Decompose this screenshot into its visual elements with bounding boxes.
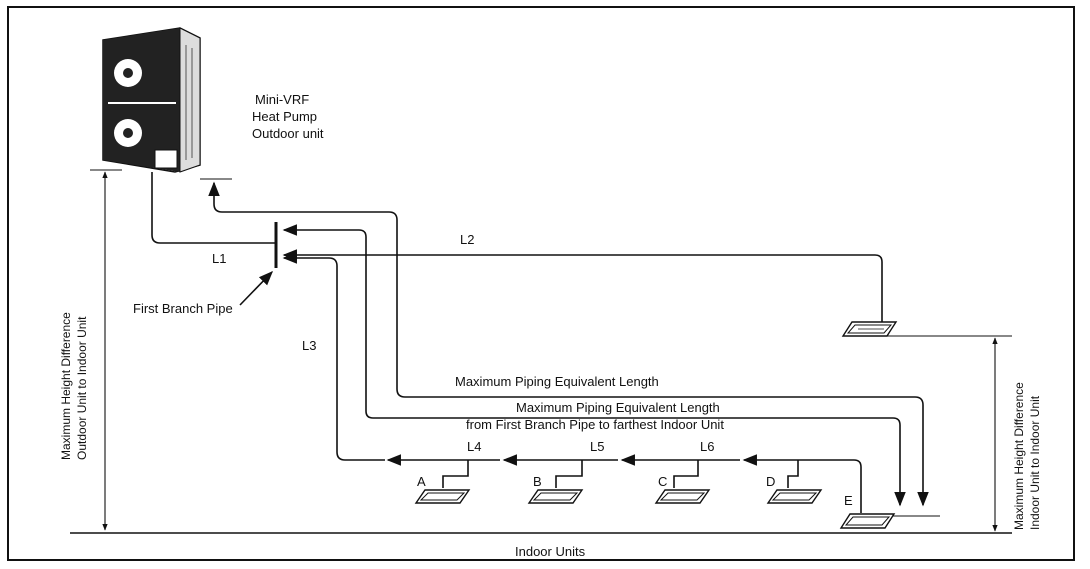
indoor-unit-b-icon — [527, 489, 584, 504]
outdoor-unit-label-2: Heat Pump — [252, 109, 317, 124]
max-equiv-length-branch-arrow — [282, 224, 906, 507]
max-equiv-length-branch-label-1: Maximum Piping Equivalent Length — [516, 400, 720, 415]
unit-a-label: A — [417, 474, 426, 489]
unit-d-label: D — [766, 474, 775, 489]
drop-to-unit-a — [442, 460, 469, 488]
pipe-l2 — [282, 249, 883, 322]
unit-b-label: B — [533, 474, 542, 489]
drop-to-unit-d — [787, 460, 799, 488]
outdoor-unit-icon — [102, 27, 201, 173]
max-equiv-length-branch-label-2: from First Branch Pipe to farthest Indoo… — [466, 417, 724, 432]
pipe-l2-label: L2 — [460, 232, 474, 247]
indoor-unit-d-icon — [766, 489, 823, 504]
outdoor-unit-label-3: Outdoor unit — [252, 126, 324, 141]
pipe-l3-label: L3 — [302, 338, 316, 353]
pipe-l6-label: L6 — [700, 439, 714, 454]
unit-e-label: E — [844, 493, 853, 508]
first-branch-pipe-label: First Branch Pipe — [133, 301, 233, 316]
indoor-units-label: Indoor Units — [515, 544, 586, 559]
pipe-l1 — [151, 172, 276, 244]
max-equiv-length-arrow — [208, 181, 929, 507]
height-indoor-indoor-label-2: Indoor Unit to Indoor Unit — [1028, 395, 1042, 530]
pipe-l1-label: L1 — [212, 251, 226, 266]
indoor-unit-e-icon — [839, 513, 896, 529]
height-outdoor-indoor-label-1: Maximum Height Difference — [59, 312, 73, 460]
indoor-unit-a-icon — [414, 489, 471, 504]
pipe-l3 — [282, 252, 385, 461]
indoor-unit-e-upper-icon — [841, 321, 898, 337]
pipe-l4-label: L4 — [467, 439, 481, 454]
unit-c-label: C — [658, 474, 667, 489]
height-indoor-indoor-label-1: Maximum Height Difference — [1012, 382, 1026, 530]
max-equiv-length-label: Maximum Piping Equivalent Length — [455, 374, 659, 389]
drop-to-unit-c — [673, 460, 699, 488]
pipe-to-unit-e — [742, 454, 862, 513]
drop-to-unit-b — [555, 460, 583, 488]
height-outdoor-indoor-label-2: Outdoor Unit to Indoor Unit — [75, 316, 89, 460]
pipe-l5-label: L5 — [590, 439, 604, 454]
indoor-unit-c-icon — [654, 489, 711, 504]
first-branch-pointer-arrow — [239, 270, 274, 306]
outdoor-unit-label-1: Mini-VRF — [255, 92, 309, 107]
